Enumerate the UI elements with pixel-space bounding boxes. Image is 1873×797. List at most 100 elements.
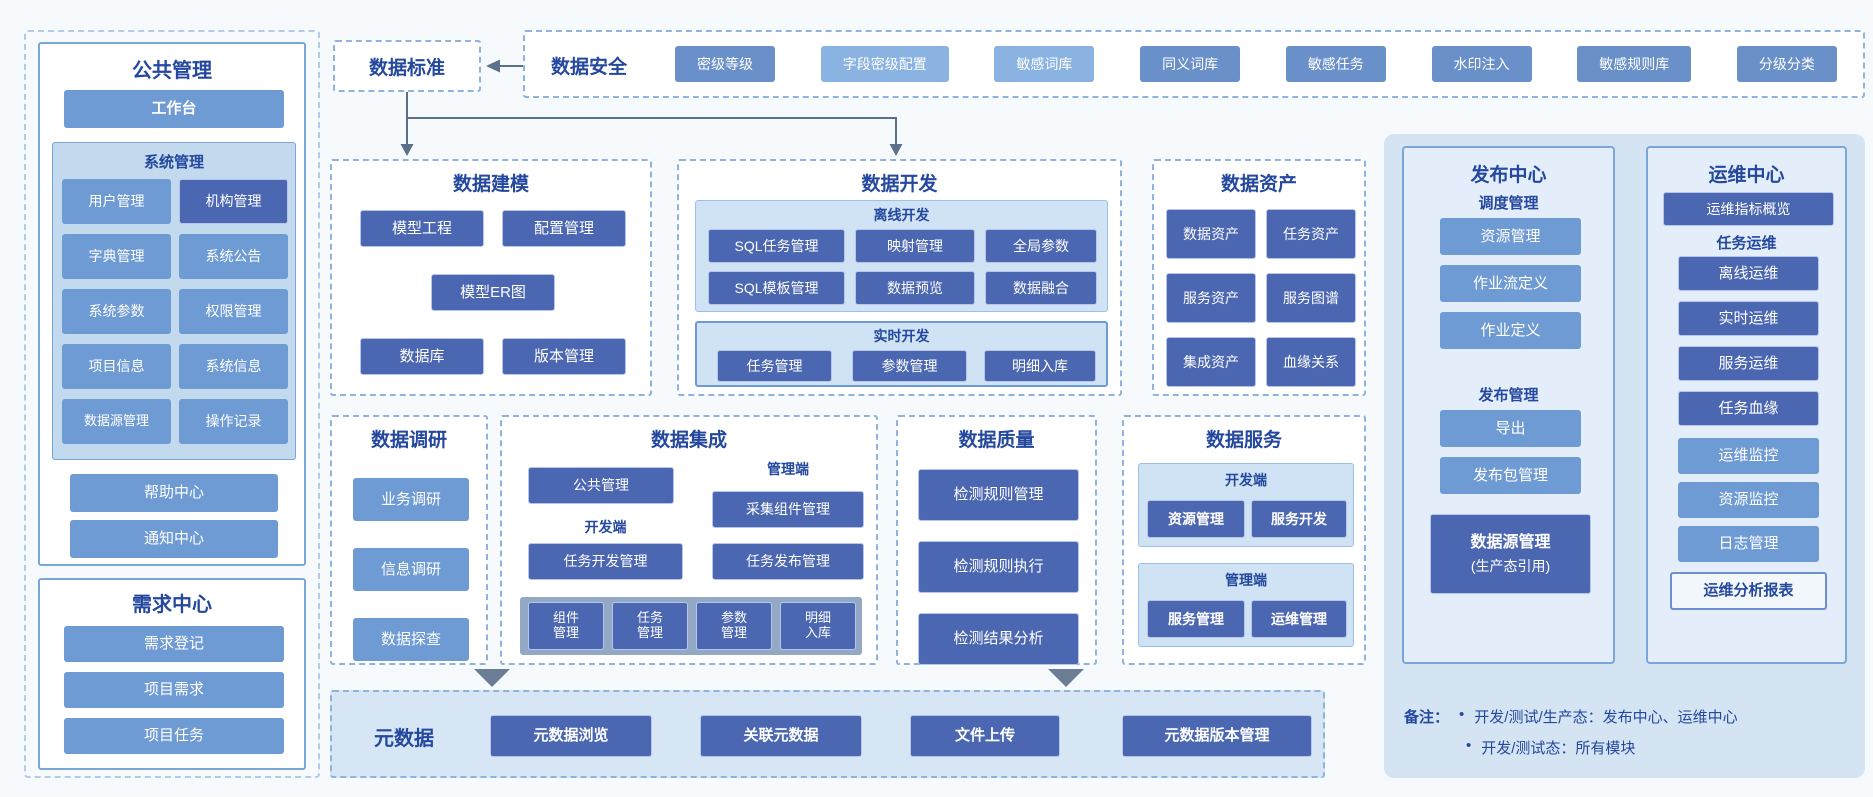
- security-item-rule-lib[interactable]: 敏感规则库: [1577, 46, 1692, 82]
- right-panel: 发布中心 调度管理 资源管理 作业流定义 作业定义 发布管理 导出 发布包管理 …: [1384, 134, 1865, 778]
- sysmgmt-item-sysinfo[interactable]: 系统信息: [179, 344, 288, 389]
- realtime-item-param[interactable]: 参数管理: [852, 350, 967, 382]
- demand-item-task[interactable]: 项目任务: [64, 718, 284, 754]
- integration-bottom-task[interactable]: 任务管理: [612, 602, 688, 650]
- offline-item-sql-template[interactable]: SQL模板管理: [708, 271, 845, 305]
- note-label: 备注：: [1404, 709, 1450, 726]
- demand-item-project[interactable]: 项目需求: [64, 672, 284, 708]
- data-research-box: 数据调研 业务调研 信息调研 数据探查: [330, 415, 488, 665]
- services-mgmt-ops[interactable]: 运维管理: [1251, 600, 1347, 638]
- ops-monitor-button[interactable]: 运维监控: [1678, 438, 1819, 474]
- security-item-synonym[interactable]: 同义词库: [1140, 46, 1241, 82]
- sysmgmt-item-users[interactable]: 用户管理: [62, 179, 171, 224]
- offline-item-global-param[interactable]: 全局参数: [985, 229, 1097, 263]
- sysmgmt-item-notice[interactable]: 系统公告: [179, 234, 288, 279]
- taskops-item-service[interactable]: 服务运维: [1678, 346, 1819, 381]
- services-mgmt-service[interactable]: 服务管理: [1147, 600, 1245, 638]
- security-item-sensitive-lib[interactable]: 敏感词库: [994, 46, 1095, 82]
- resource-monitor-button[interactable]: 资源监控: [1678, 482, 1819, 518]
- help-center-button[interactable]: 帮助中心: [70, 474, 278, 512]
- note: 备注： • 开发/测试/生产态：发布中心、运维中心 • 开发/测试态：所有模块: [1404, 706, 1849, 758]
- security-buttons-row: 密级等级 字段密级配置 敏感词库 同义词库 敏感任务 水印注入 敏感规则库 分级…: [675, 46, 1837, 82]
- demand-item-register[interactable]: 需求登记: [64, 626, 284, 662]
- metadata-item-browse[interactable]: 元数据浏览: [490, 715, 652, 757]
- ops-center-panel: 运维中心 运维指标概览 任务运维 离线运维 实时运维 服务运维 任务血缘 运维监…: [1646, 146, 1847, 664]
- research-item-explore[interactable]: 数据探查: [353, 618, 469, 661]
- ops-report-button[interactable]: 运维分析报表: [1670, 572, 1827, 610]
- taskops-item-lineage[interactable]: 任务血缘: [1678, 391, 1819, 426]
- offline-item-mapping[interactable]: 映射管理: [855, 229, 975, 263]
- services-dev-label: 开发端: [1225, 472, 1267, 488]
- assets-item-data[interactable]: 数据资产: [1166, 209, 1256, 259]
- sysmgmt-item-params[interactable]: 系统参数: [62, 289, 171, 334]
- ops-overview-button[interactable]: 运维指标概览: [1663, 192, 1834, 226]
- quality-item-result[interactable]: 检测结果分析: [918, 613, 1079, 665]
- scheduling-item-jobflow[interactable]: 作业流定义: [1440, 265, 1581, 302]
- data-assets-title: 数据资产: [1220, 174, 1297, 195]
- metadata-title: 元数据: [374, 728, 434, 750]
- realtime-item-detail[interactable]: 明细入库: [984, 350, 1096, 382]
- quality-item-rule-mgmt[interactable]: 检测规则管理: [918, 469, 1079, 521]
- integration-bottom-component[interactable]: 组件管理: [528, 602, 604, 650]
- sysmgmt-item-perms[interactable]: 权限管理: [179, 289, 288, 334]
- integration-bottom-param[interactable]: 参数管理: [696, 602, 772, 650]
- log-mgmt-button[interactable]: 日志管理: [1678, 526, 1819, 562]
- note-item-1: 开发/测试/生产态：发布中心、运维中心: [1474, 709, 1738, 726]
- modeling-item-er[interactable]: 模型ER图: [431, 274, 555, 311]
- modeling-item-config[interactable]: 配置管理: [502, 210, 626, 247]
- scheduling-item-resource[interactable]: 资源管理: [1440, 218, 1581, 255]
- metadata-item-upload[interactable]: 文件上传: [910, 715, 1060, 757]
- research-item-info[interactable]: 信息调研: [353, 548, 469, 591]
- integration-task-dev[interactable]: 任务开发管理: [528, 543, 683, 580]
- assets-item-integration[interactable]: 集成资产: [1166, 337, 1256, 387]
- sysmgmt-item-dict[interactable]: 字典管理: [62, 234, 171, 279]
- offline-dev-section: 离线开发 SQL任务管理 映射管理 全局参数 SQL模板管理 数据预览 数据融合: [695, 200, 1108, 312]
- taskops-item-realtime[interactable]: 实时运维: [1678, 301, 1819, 336]
- assets-item-map[interactable]: 服务图谱: [1266, 273, 1356, 323]
- services-dev-resource[interactable]: 资源管理: [1147, 500, 1245, 538]
- security-item-task[interactable]: 敏感任务: [1285, 46, 1386, 82]
- security-item-field-config[interactable]: 字段密级配置: [820, 46, 949, 82]
- offline-item-preview[interactable]: 数据预览: [855, 271, 975, 305]
- release-item-package[interactable]: 发布包管理: [1440, 457, 1581, 494]
- assets-item-lineage[interactable]: 血缘关系: [1266, 337, 1356, 387]
- integration-collector-mgmt[interactable]: 采集组件管理: [712, 491, 864, 528]
- metadata-item-related[interactable]: 关联元数据: [700, 715, 862, 757]
- notify-center-button[interactable]: 通知中心: [70, 520, 278, 558]
- sysmgmt-item-org[interactable]: 机构管理: [179, 179, 288, 224]
- offline-item-sql-task[interactable]: SQL任务管理: [708, 229, 845, 263]
- task-ops-label: 任务运维: [1716, 235, 1777, 252]
- workbench-button[interactable]: 工作台: [64, 90, 284, 128]
- sysmgmt-item-project[interactable]: 项目信息: [62, 344, 171, 389]
- quality-item-rule-exec[interactable]: 检测规则执行: [918, 541, 1079, 593]
- assets-item-task[interactable]: 任务资产: [1266, 209, 1356, 259]
- scheduling-item-job[interactable]: 作业定义: [1440, 312, 1581, 349]
- modeling-item-db[interactable]: 数据库: [360, 338, 484, 375]
- offline-item-fusion[interactable]: 数据融合: [985, 271, 1097, 305]
- data-security-title: 数据安全: [551, 57, 628, 78]
- modeling-item-project[interactable]: 模型工程: [360, 210, 484, 247]
- services-dev-develop[interactable]: 服务开发: [1251, 500, 1347, 538]
- integration-public-mgmt[interactable]: 公共管理: [528, 467, 674, 504]
- data-integration-box: 数据集成 公共管理 管理端 采集组件管理 开发端 任务开发管理 任务发布管理 组…: [500, 415, 878, 665]
- realtime-item-task[interactable]: 任务管理: [717, 350, 832, 382]
- security-item-level[interactable]: 密级等级: [675, 46, 775, 82]
- taskops-item-offline[interactable]: 离线运维: [1678, 256, 1819, 291]
- note-bullet-1: •: [1459, 706, 1465, 723]
- release-item-export[interactable]: 导出: [1440, 410, 1581, 447]
- security-item-classify[interactable]: 分级分类: [1736, 46, 1837, 82]
- integration-task-release[interactable]: 任务发布管理: [712, 543, 864, 580]
- integration-bottom-detail[interactable]: 明细入库: [780, 602, 856, 650]
- sysmgmt-item-datasource[interactable]: 数据源管理: [62, 399, 171, 444]
- release-datasource-button[interactable]: 数据源管理 (生产态引用): [1430, 514, 1591, 594]
- research-item-business[interactable]: 业务调研: [353, 478, 469, 521]
- data-modeling-box: 数据建模 模型工程 配置管理 模型ER图 数据库 版本管理: [330, 159, 652, 396]
- sysmgmt-item-oplog[interactable]: 操作记录: [179, 399, 288, 444]
- assets-item-service[interactable]: 服务资产: [1166, 273, 1256, 323]
- note-item-2: 开发/测试态：所有模块: [1481, 740, 1636, 757]
- security-item-watermark[interactable]: 水印注入: [1431, 46, 1532, 82]
- metadata-item-version[interactable]: 元数据版本管理: [1122, 715, 1312, 757]
- release-center-title: 发布中心: [1470, 165, 1547, 186]
- modeling-item-version[interactable]: 版本管理: [502, 338, 626, 375]
